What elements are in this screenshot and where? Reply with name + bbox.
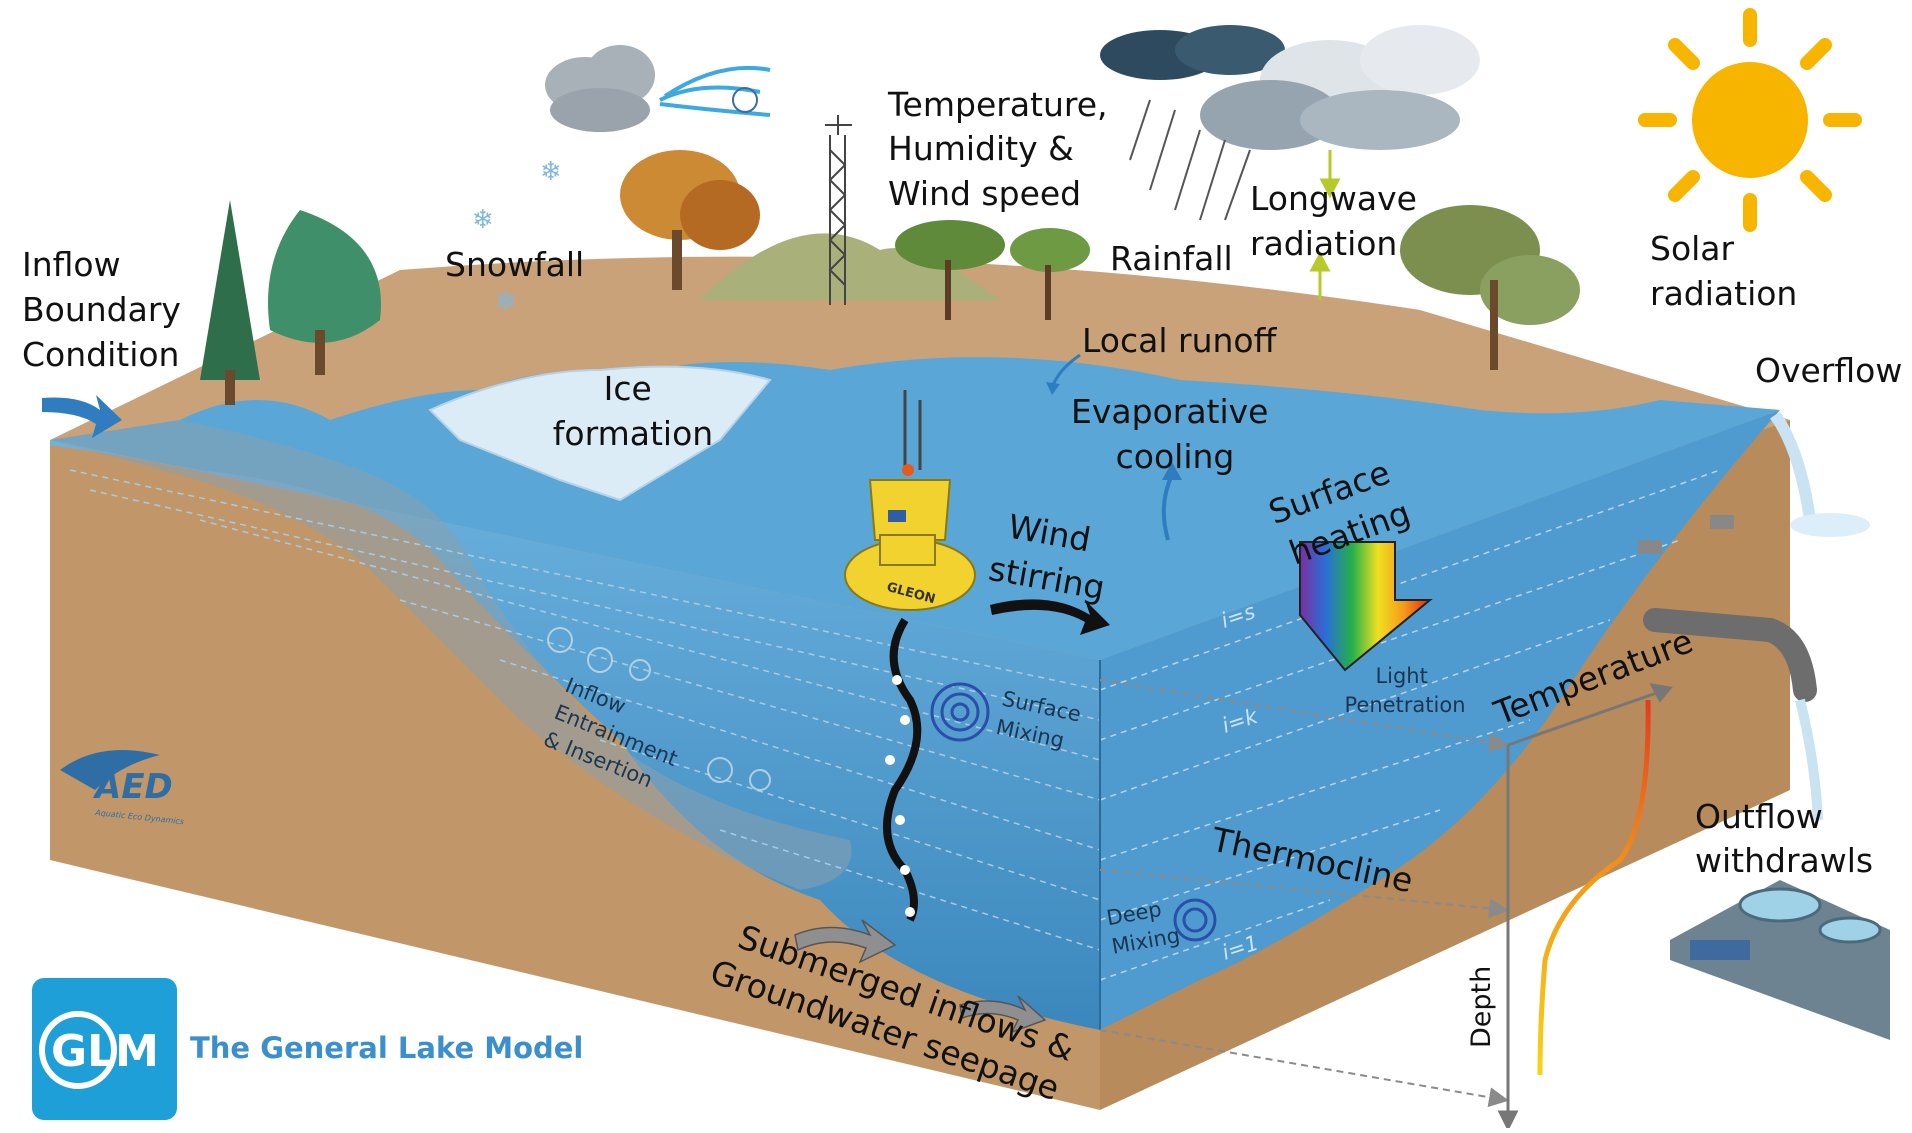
rain-cloud-icon <box>1100 25 1480 150</box>
eucalyptus-tree-icon <box>1400 205 1580 370</box>
submerged-inflow-arrows <box>794 919 1047 1034</box>
glm-logo: GLM <box>32 978 177 1120</box>
surface-mixing-swirl <box>930 682 990 742</box>
sun-icon <box>1638 8 1862 232</box>
temperature-profile-curve <box>1537 699 1651 1076</box>
deep-mixing-swirl <box>1173 898 1217 942</box>
hills <box>700 233 1000 300</box>
inflow-plume <box>50 420 852 890</box>
inflow-boundary-label: Inflow Boundary Condition <box>22 245 191 374</box>
savanna-trees-icon <box>895 220 1090 320</box>
rainfall-label: Rainfall <box>1110 239 1233 278</box>
evaporative-cooling-label: Evaporative cooling <box>1071 392 1279 476</box>
overflow-label: Overflow <box>1755 351 1902 390</box>
longwave-label: Longwave radiation <box>1250 179 1427 263</box>
evaporation-arrow <box>1161 462 1182 541</box>
light-penetration-label: Light Penetration <box>1344 664 1465 717</box>
pine-trees-icon <box>200 200 381 405</box>
sensor-chain <box>883 617 922 922</box>
treatment-plant-icon <box>1670 880 1890 1040</box>
svg-text:❄: ❄ <box>472 205 494 235</box>
aed-logo-text: AED <box>92 767 173 807</box>
lake-front-section <box>50 440 1100 1030</box>
surface-heating-arrow <box>1299 541 1433 672</box>
ice-sheet <box>428 365 772 502</box>
temperature-profile-axes <box>1497 683 1673 1132</box>
front-layer-lines <box>69 469 1101 951</box>
lake-side-section <box>1100 410 1780 1030</box>
aed-logo: AED Aquatic Eco Dynamics <box>60 750 184 826</box>
inflow-arrow-icon <box>42 395 122 438</box>
ice-formation-label: Ice formation <box>553 369 713 453</box>
outflow-label: Outflow withdrawls <box>1695 797 1873 880</box>
met-label: Temperature, Humidity & Wind speed <box>887 85 1118 213</box>
depth-axis-label: Depth <box>1466 966 1497 1048</box>
waterfall-icon <box>1770 411 1870 537</box>
projection-arrows <box>1099 679 1509 1108</box>
longwave-arrows <box>1309 150 1341 300</box>
weather-tower-icon <box>825 115 852 305</box>
local-runoff-label: Local runoff <box>1082 321 1278 360</box>
gleon-buoy-icon: GLEON <box>844 390 976 611</box>
autumn-tree-icon <box>620 150 760 290</box>
snowfall-label: Snowfall <box>445 245 584 284</box>
svg-text:❄: ❄ <box>540 157 562 187</box>
snowflake-icon: ❄ ❄ ❄ <box>472 157 562 317</box>
entrainment-swirls <box>547 627 771 791</box>
local-runoff-arrow <box>1046 353 1081 395</box>
solar-label: Solar radiation <box>1650 229 1797 313</box>
glm-logo-text: GLM <box>51 1026 159 1077</box>
svg-text:❄: ❄ <box>495 287 517 317</box>
sensor-boxes-icon <box>1638 515 1734 554</box>
outflow-pipe-icon <box>1643 608 1823 821</box>
rain-streaks <box>1129 99 1251 221</box>
wind-cloud-icon <box>545 45 771 132</box>
wind-stirring-arrow <box>990 599 1110 635</box>
glm-title: The General Lake Model <box>190 1031 583 1065</box>
side-layer-lines <box>1099 469 1721 981</box>
